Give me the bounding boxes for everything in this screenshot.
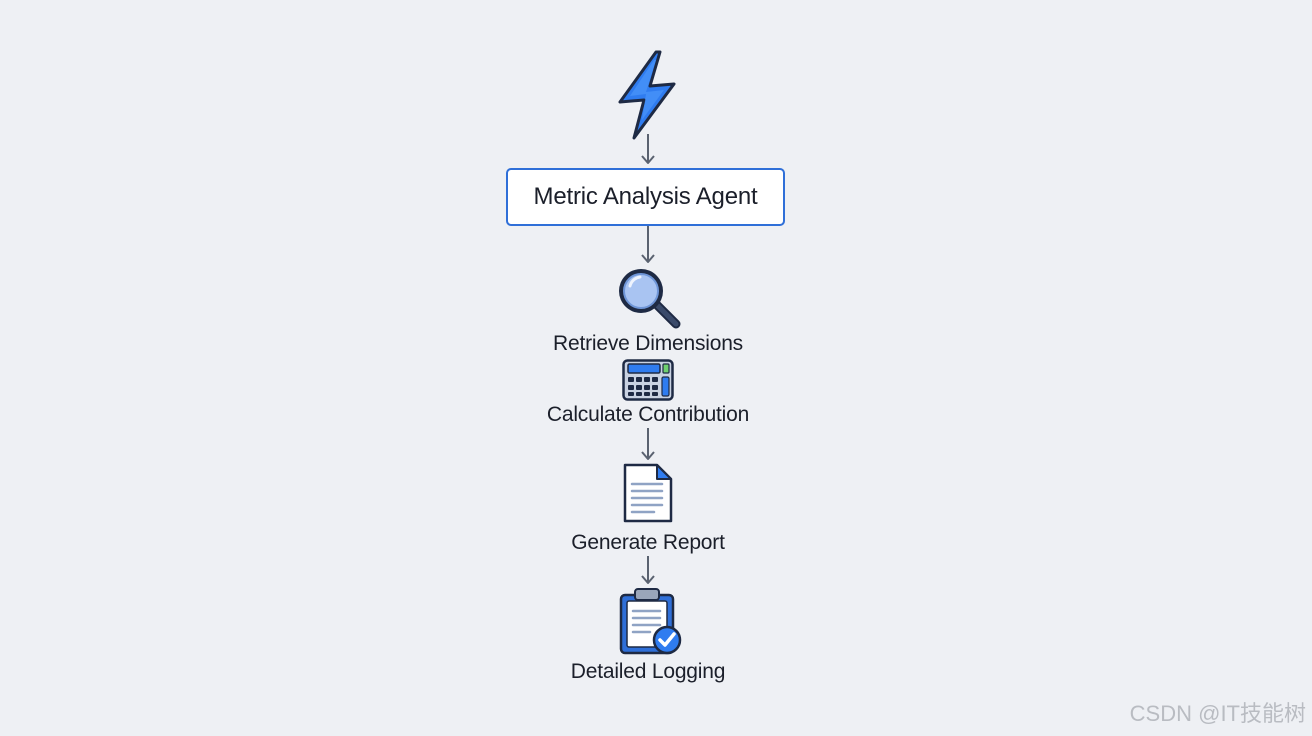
step-label-generate-report: Generate Report [571, 531, 725, 554]
step-label-retrieve-dimensions: Retrieve Dimensions [553, 332, 743, 355]
document-icon [623, 463, 673, 523]
lightning-bolt-icon [618, 50, 676, 140]
calculator-icon [622, 359, 674, 401]
step-label-detailed-logging: Detailed Logging [570, 660, 726, 683]
flow-arrow [641, 134, 655, 164]
clipboard-check-icon [619, 588, 682, 655]
flow-arrow [641, 556, 655, 584]
agent-label: Metric Analysis Agent [533, 183, 758, 210]
magnifying-glass-icon [619, 269, 681, 329]
flow-arrow [641, 428, 655, 460]
flow-arrow [641, 226, 655, 263]
watermark: CSDN @IT技能树 [1129, 701, 1306, 726]
step-label-calculate-contribution: Calculate Contribution [546, 403, 750, 426]
agent-node: Metric Analysis Agent [506, 168, 785, 226]
